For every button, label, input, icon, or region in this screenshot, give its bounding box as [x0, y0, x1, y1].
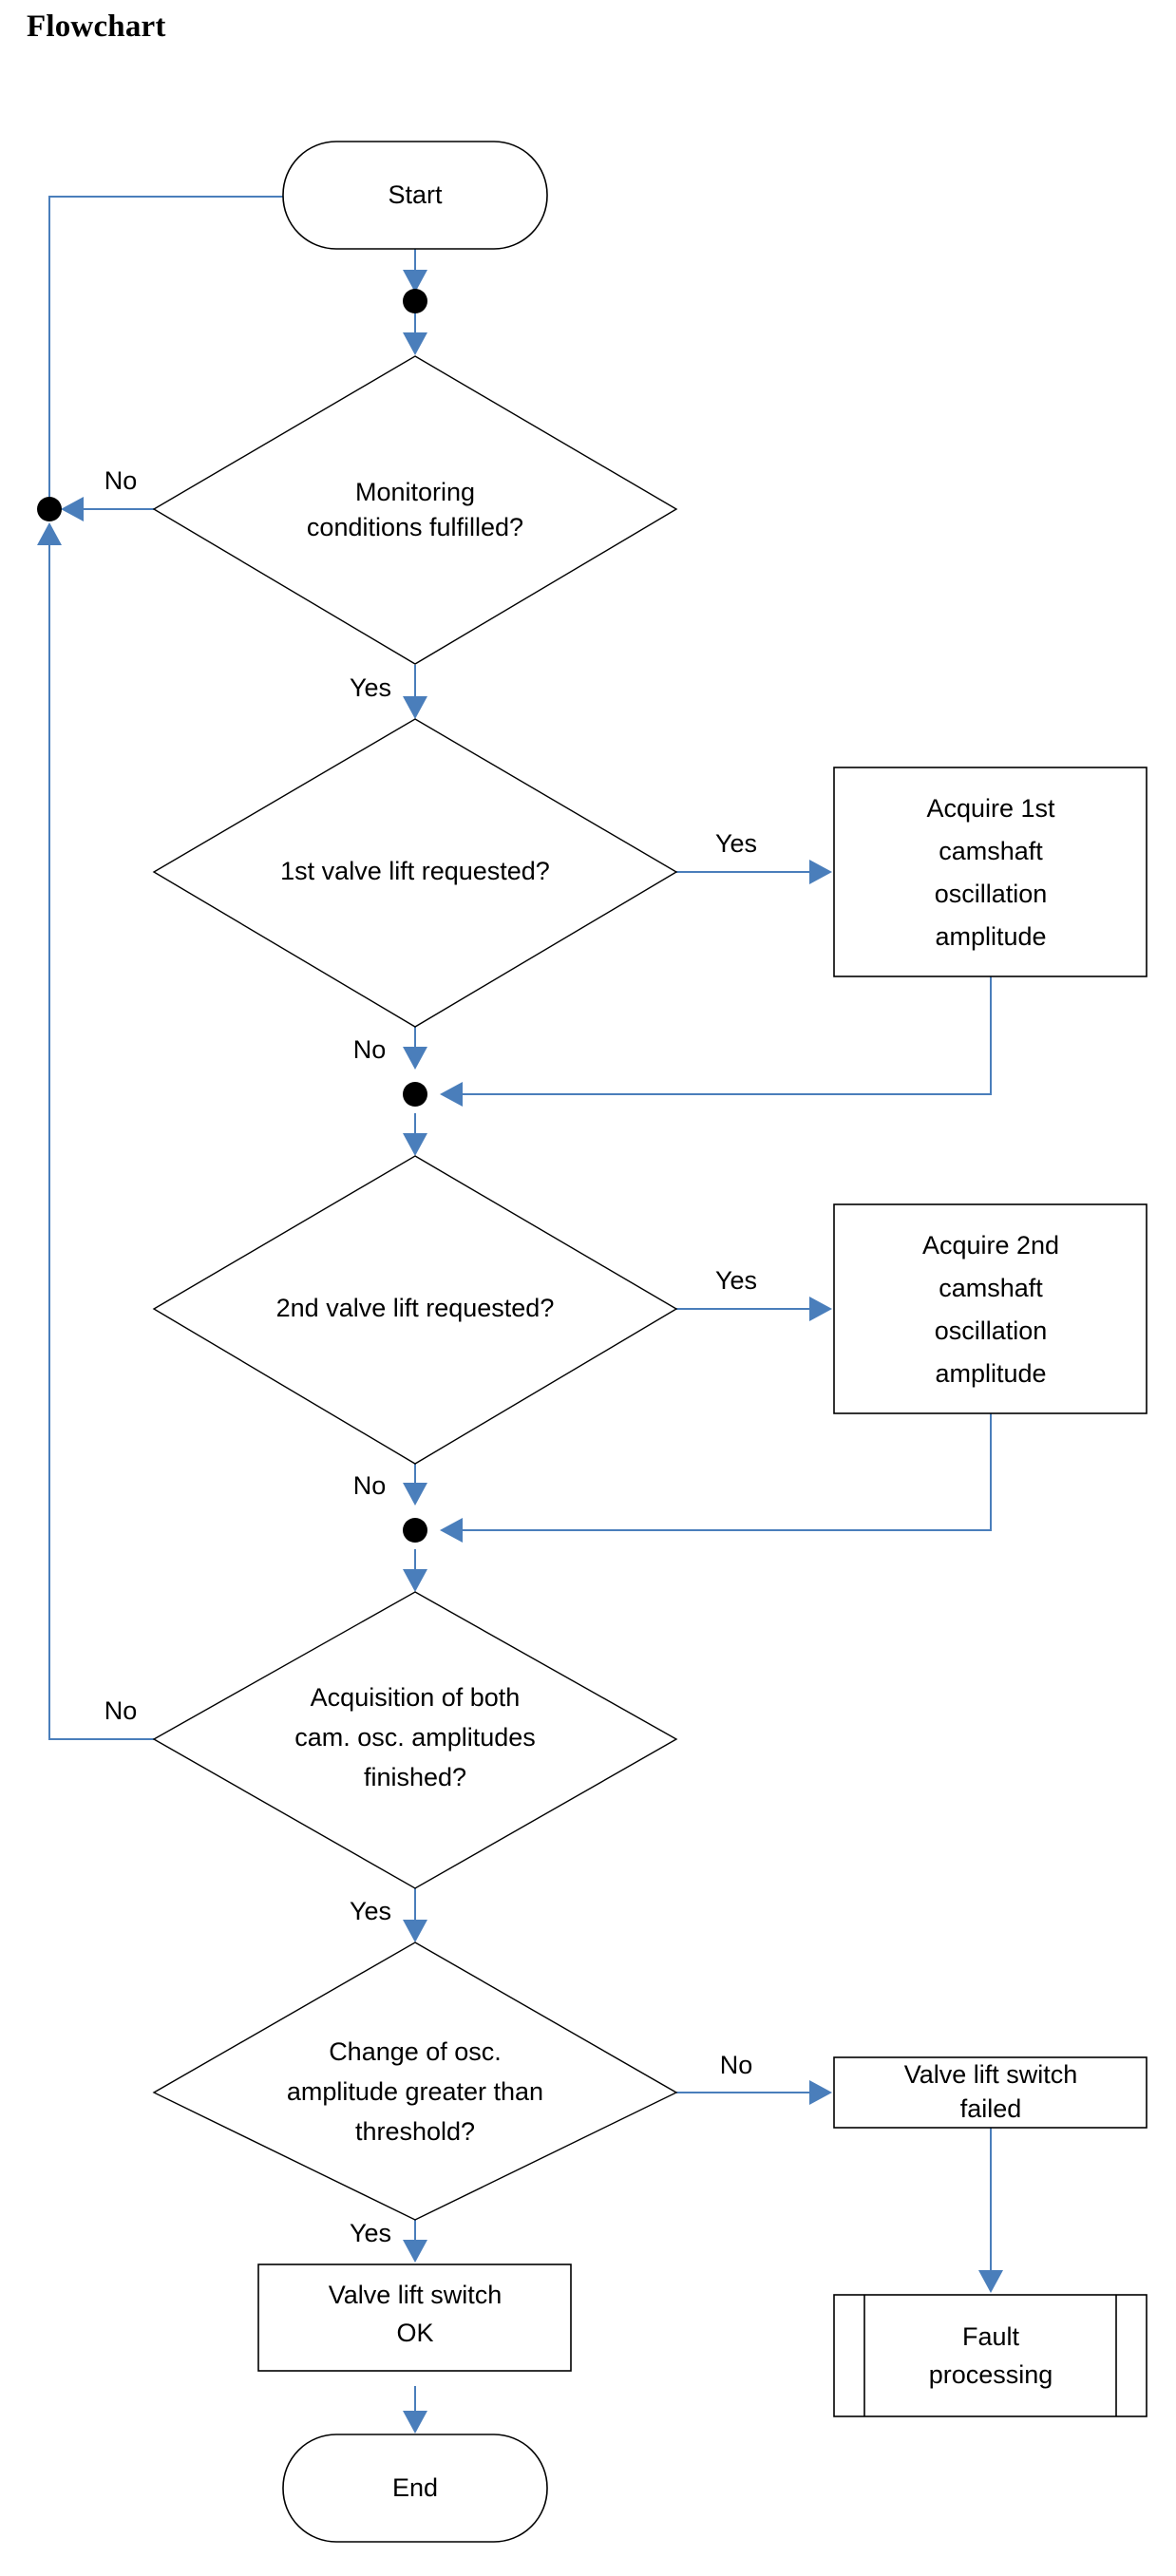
node-process-acquire-2nd-camshaft-line3: oscillation: [935, 1316, 1048, 1345]
node-start-label: Start: [388, 180, 443, 209]
node-decision-change-of-osc-amplitude[interactable]: Change of osc. amplitude greater than th…: [152, 1941, 678, 2221]
edge-junction1-to-dec1: [403, 312, 427, 355]
node-decision-acquisition-finished-line3: finished?: [364, 1763, 466, 1791]
edge-dec3-yes-to-proc2: [676, 1297, 832, 1321]
edge-label-dec1-no: No: [104, 466, 138, 495]
node-decision-1st-valve-lift-line1: 1st valve lift requested?: [280, 857, 550, 885]
node-process-acquire-1st-camshaft[interactable]: Acquire 1st camshaft oscillation amplitu…: [833, 767, 1148, 977]
edge-dec2-yes-to-proc1: [676, 860, 832, 884]
node-predefined-process-fault-processing-line2: processing: [929, 2360, 1053, 2389]
edge-dec2-no-to-junction3: [403, 1027, 427, 1070]
node-process-acquire-1st-camshaft-line2: camshaft: [939, 837, 1043, 865]
node-process-acquire-1st-camshaft-line4: amplitude: [935, 922, 1046, 951]
edge-dec5-yes-to-proc4: [403, 2220, 427, 2263]
junction-dot-1: [403, 289, 427, 313]
edge-label-dec2-yes: Yes: [715, 829, 757, 858]
junction-dot-4: [403, 1518, 427, 1543]
node-start[interactable]: Start: [282, 141, 548, 250]
edge-label-dec5-no: No: [720, 2051, 753, 2079]
node-end-label: End: [392, 2473, 438, 2502]
node-decision-change-of-osc-amplitude-line1: Change of osc.: [329, 2037, 502, 2066]
node-decision-monitoring-conditions-line1: Monitoring: [355, 478, 475, 506]
node-decision-1st-valve-lift[interactable]: 1st valve lift requested?: [152, 718, 678, 1028]
node-decision-acquisition-finished[interactable]: Acquisition of both cam. osc. amplitudes…: [152, 1591, 678, 1889]
node-decision-change-of-osc-amplitude-line2: amplitude greater than: [287, 2077, 543, 2106]
edge-proc3-to-fault: [978, 2128, 1003, 2293]
node-decision-2nd-valve-lift-line1: 2nd valve lift requested?: [276, 1294, 555, 1322]
edge-dec5-no-to-proc3: [676, 2080, 832, 2105]
node-process-acquire-1st-camshaft-line3: oscillation: [935, 880, 1048, 908]
edge-label-dec3-no: No: [353, 1471, 387, 1500]
node-decision-monitoring-conditions-line2: conditions fulfilled?: [307, 513, 523, 541]
edge-dec3-no-to-junction4: [403, 1464, 427, 1506]
edge-dec4-yes-to-dec5: [403, 1888, 427, 1942]
node-decision-acquisition-finished-line1: Acquisition of both: [311, 1683, 521, 1712]
junction-dot-2: [37, 497, 62, 521]
node-decision-2nd-valve-lift[interactable]: 2nd valve lift requested?: [152, 1155, 678, 1465]
node-decision-monitoring-conditions[interactable]: Monitoring conditions fulfilled?: [152, 355, 678, 665]
node-process-acquire-2nd-camshaft-line2: camshaft: [939, 1274, 1043, 1302]
edge-label-dec5-yes: Yes: [350, 2219, 391, 2247]
node-end[interactable]: End: [282, 2434, 548, 2543]
junction-dot-3: [403, 1082, 427, 1107]
node-process-valve-lift-switch-ok-line2: OK: [396, 2319, 433, 2347]
edge-proc2-to-junction4: [440, 1413, 992, 1543]
page-title: Flowchart: [27, 9, 166, 44]
node-predefined-process-fault-processing[interactable]: Fault processing: [833, 2294, 1148, 2417]
edge-label-dec4-no: No: [104, 1696, 138, 1725]
node-process-acquire-2nd-camshaft-line4: amplitude: [935, 1359, 1046, 1388]
edge-label-dec1-yes: Yes: [350, 673, 391, 702]
edge-dec4-no-to-junction2: [37, 522, 154, 1740]
node-process-valve-lift-switch-failed-line1: Valve lift switch: [904, 2060, 1078, 2089]
edge-junction3-to-dec3: [403, 1113, 427, 1156]
edge-junction4-to-dec4: [403, 1549, 427, 1592]
node-process-acquire-2nd-camshaft[interactable]: Acquire 2nd camshaft oscillation amplitu…: [833, 1203, 1148, 1414]
edge-label-dec2-no: No: [353, 1035, 387, 1064]
edge-label-dec4-yes: Yes: [350, 1897, 391, 1925]
node-process-valve-lift-switch-failed-line2: failed: [960, 2094, 1022, 2123]
edge-proc1-to-junction3: [440, 976, 992, 1107]
node-process-valve-lift-switch-ok[interactable]: Valve lift switch OK: [257, 2263, 572, 2372]
edge-proc4-to-end: [403, 2386, 427, 2434]
edge-dec1-no-to-junction2: [61, 497, 154, 521]
edge-start-to-junction1: [403, 249, 427, 293]
node-process-valve-lift-switch-failed[interactable]: Valve lift switch failed: [833, 2056, 1148, 2129]
edge-label-dec3-yes: Yes: [715, 1266, 757, 1295]
node-process-valve-lift-switch-ok-line1: Valve lift switch: [329, 2281, 503, 2309]
edge-dec1-yes-to-dec2: [403, 665, 427, 719]
node-process-acquire-1st-camshaft-line1: Acquire 1st: [926, 794, 1055, 823]
node-process-acquire-2nd-camshaft-line1: Acquire 2nd: [922, 1231, 1059, 1260]
node-predefined-process-fault-processing-line1: Fault: [962, 2322, 1020, 2351]
node-decision-acquisition-finished-line2: cam. osc. amplitudes: [294, 1723, 536, 1752]
node-decision-change-of-osc-amplitude-line3: threshold?: [355, 2117, 475, 2146]
